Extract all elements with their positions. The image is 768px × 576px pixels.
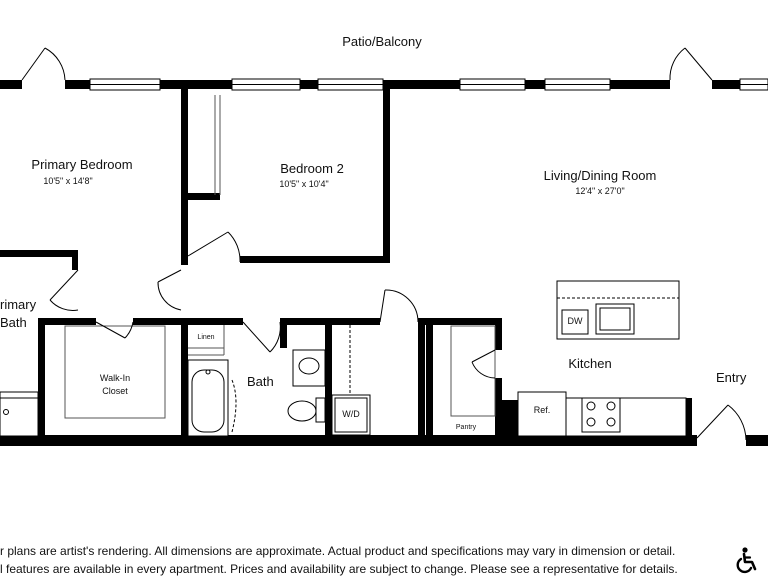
living-dining-dims: 12'4" x 27'0" (575, 186, 625, 196)
disclaimer-line-1: r plans are artist's rendering. All dime… (0, 544, 676, 558)
linen-label: Linen (197, 334, 215, 341)
pantry-label: Pantry (455, 424, 477, 431)
bedroom-2-dims: 10'5" x 10'4" (279, 179, 329, 189)
living-dining-label: Living/Dining Room (543, 168, 657, 183)
primary-bath-label-line2: Bath (0, 315, 27, 330)
windows (89, 78, 768, 91)
primary-bath-label-line1: rimary (0, 297, 37, 312)
refrigerator-label: Ref. (533, 405, 551, 415)
patio-balcony-label: Patio/Balcony (342, 34, 422, 49)
interior-walls (0, 89, 692, 438)
refrigerator (517, 391, 567, 437)
doors (21, 47, 747, 441)
primary-bedroom-dims: 10'5" x 14'8" (43, 176, 93, 186)
toilet-tank (315, 397, 326, 423)
walk-in-closet-label-line2: Closet (102, 386, 128, 396)
fixtures (0, 280, 687, 437)
washer-dryer-label: W/D (342, 409, 360, 419)
bath-label: Bath (247, 374, 274, 389)
dishwasher-label: DW (567, 316, 583, 326)
dishwasher (561, 309, 589, 335)
disclaimer-line-2: l features are available in every apartm… (0, 562, 678, 576)
wheelchair-accessibility-icon (736, 547, 757, 574)
kitchen-label: Kitchen (568, 356, 612, 371)
thin-lines (64, 95, 496, 419)
walk-in-closet-label-line1: Walk-In (99, 373, 131, 383)
bedroom-2-label: Bedroom 2 (280, 161, 344, 176)
entry-label: Entry (716, 370, 747, 385)
primary-bedroom-label: Primary Bedroom (31, 157, 133, 172)
exterior-walls (0, 80, 768, 446)
